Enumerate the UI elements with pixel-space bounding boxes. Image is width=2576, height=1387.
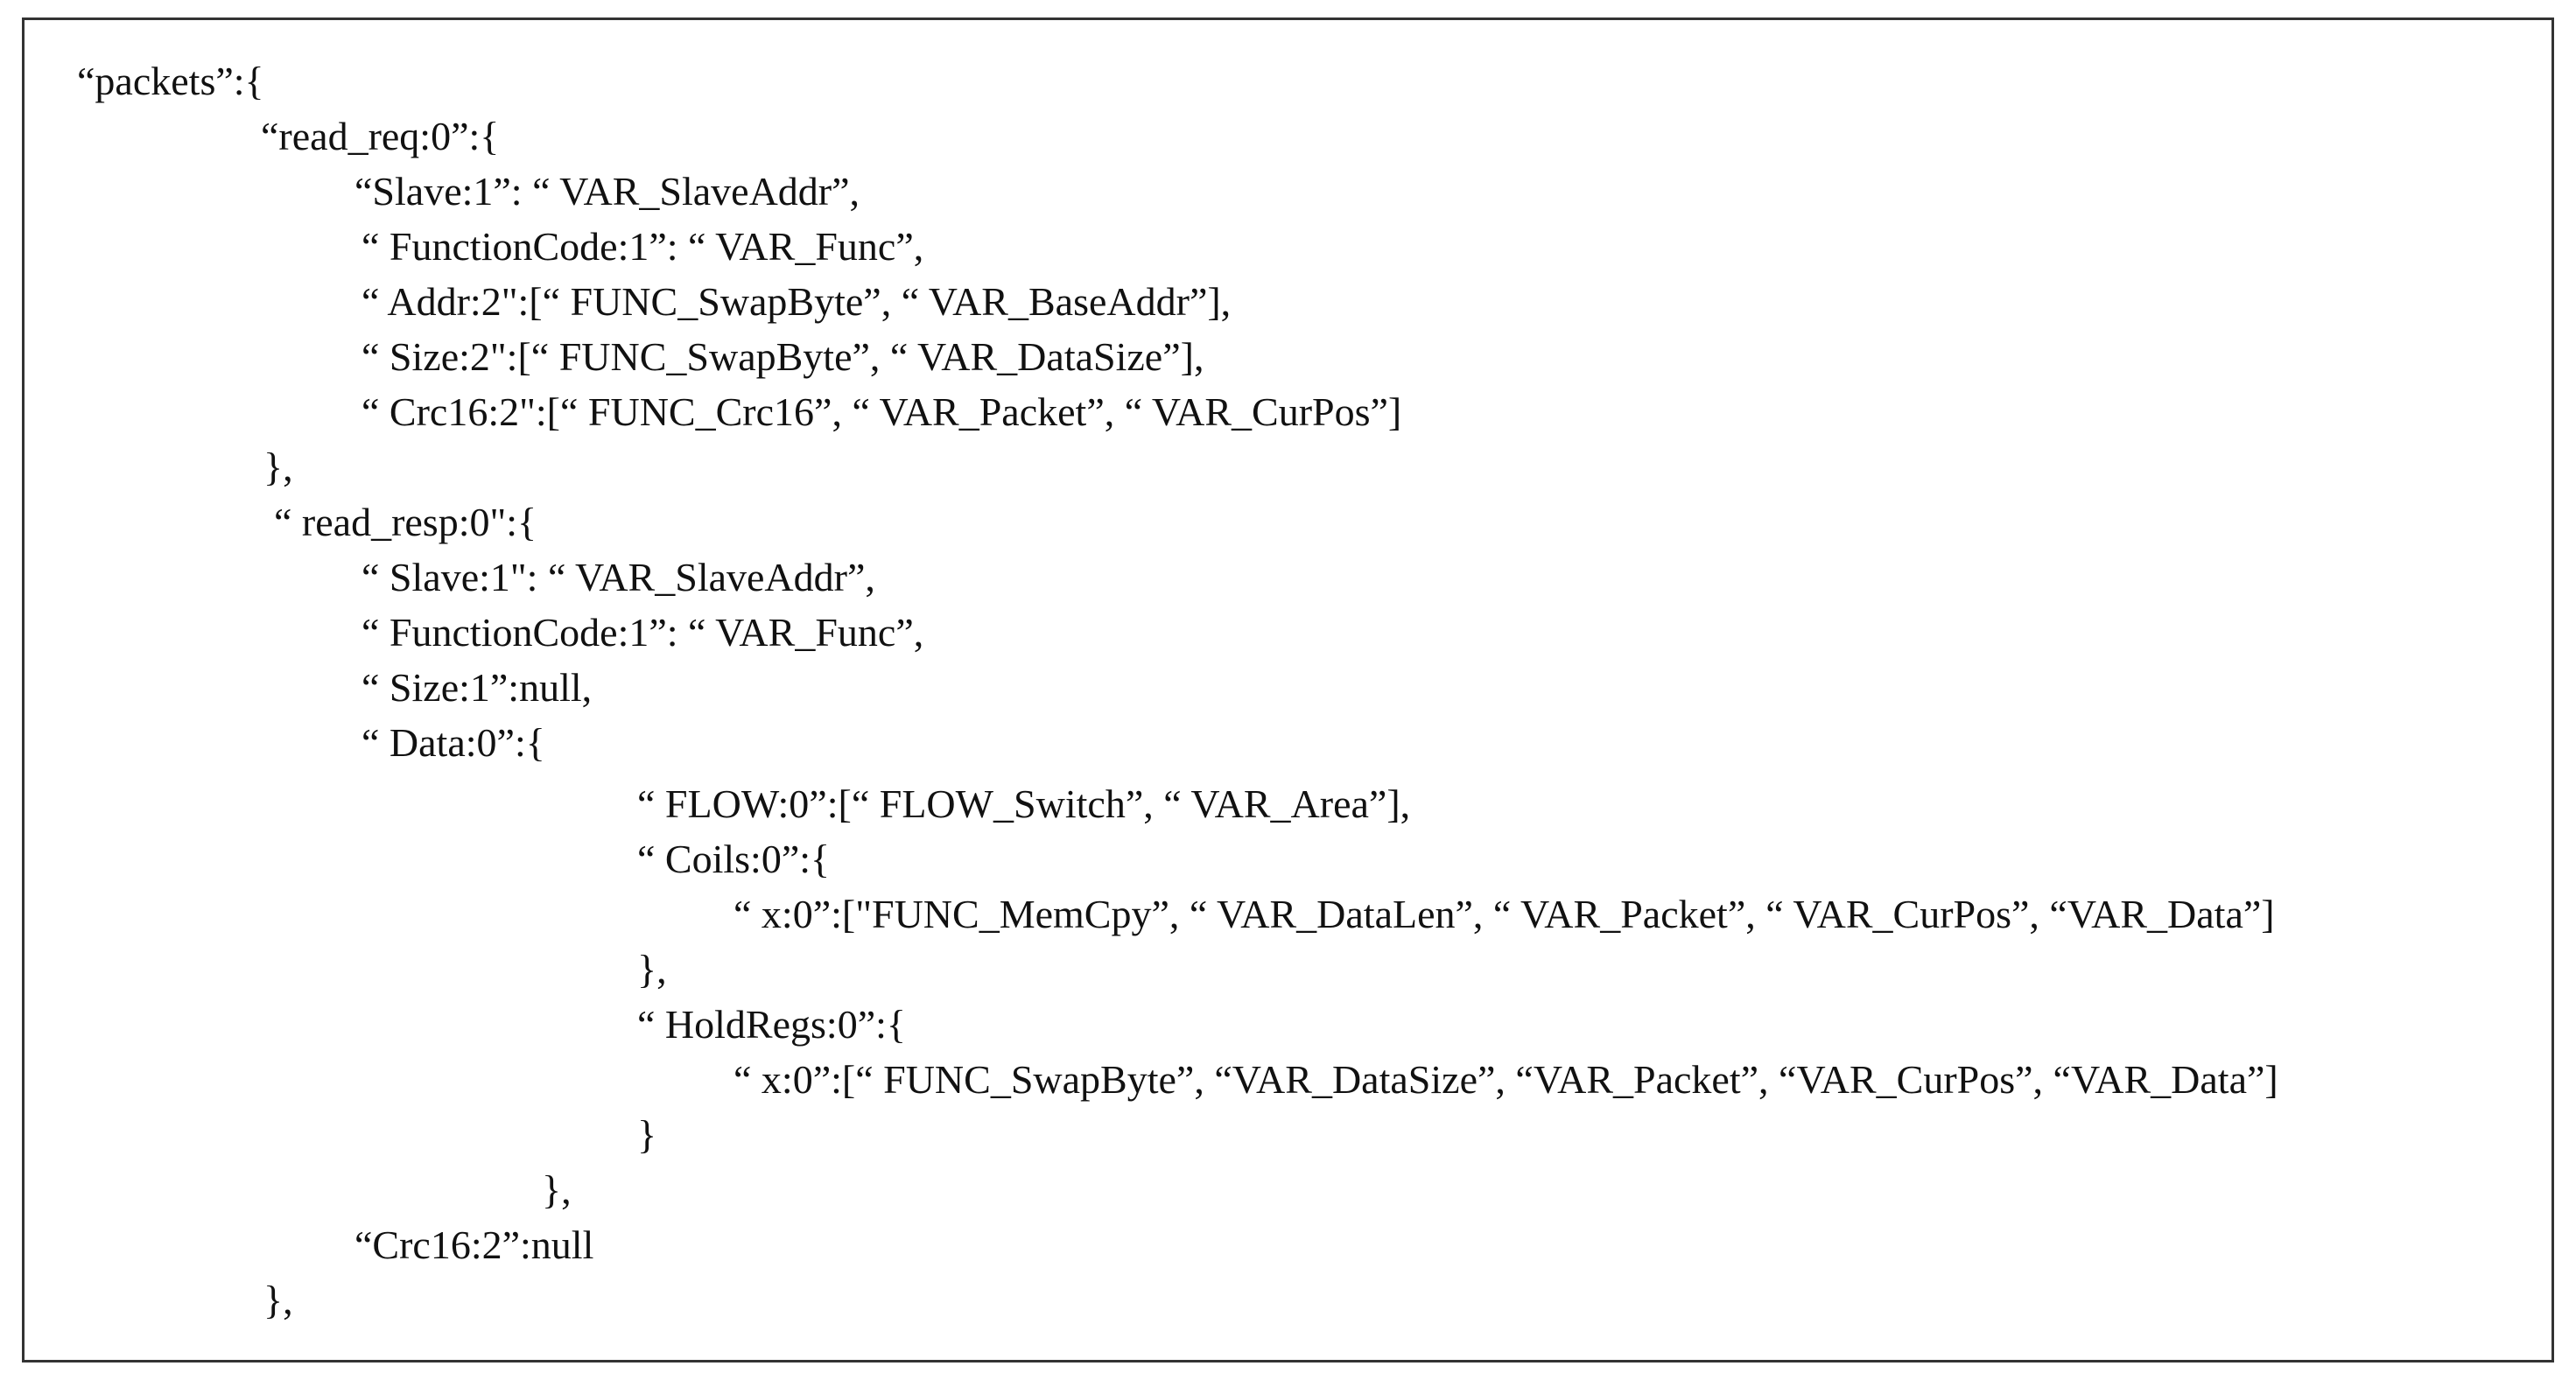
code-line: “ FLOW:0”:[“ FLOW_Switch”, “ VAR_Area”], [637, 781, 1411, 826]
code-line: }, [263, 1278, 293, 1322]
code-line: “Slave:1”: “ VAR_SlaveAddr”, [354, 169, 860, 214]
code-line: “ read_resp:0":{ [274, 500, 537, 544]
code-line: “ Addr:2":[“ FUNC_SwapByte”, “ VAR_BaseA… [361, 279, 1232, 324]
code-line: } [637, 1112, 657, 1157]
code-line: “ Crc16:2":[“ FUNC_Crc16”, “ VAR_Packet”… [361, 389, 1402, 434]
code-line: “packets”:{ [77, 59, 264, 103]
code-line: “ x:0”:[“ FUNC_SwapByte”, “VAR_DataSize”… [733, 1057, 2278, 1102]
document-frame [22, 18, 2554, 1362]
code-line: “Crc16:2”:null [354, 1222, 594, 1267]
code-line: “read_req:0”:{ [261, 114, 500, 158]
code-line: “ Data:0”:{ [361, 720, 545, 765]
code-line: }, [263, 445, 293, 489]
code-line: “ HoldRegs:0”:{ [637, 1002, 906, 1047]
code-line: “ x:0”:["FUNC_MemCpy”, “ VAR_DataLen”, “… [733, 892, 2275, 936]
code-line: “ Size:1”:null, [361, 665, 593, 710]
code-line: “ FunctionCode:1”: “ VAR_Func”, [361, 610, 924, 655]
code-line: }, [637, 947, 667, 991]
code-line: “ FunctionCode:1”: “ VAR_Func”, [361, 224, 924, 269]
code-line: }, [542, 1167, 572, 1212]
code-line: “ Coils:0”:{ [637, 837, 831, 881]
code-line: “ Slave:1": “ VAR_SlaveAddr”, [361, 555, 875, 599]
code-line: “ Size:2":[“ FUNC_SwapByte”, “ VAR_DataS… [361, 334, 1204, 379]
